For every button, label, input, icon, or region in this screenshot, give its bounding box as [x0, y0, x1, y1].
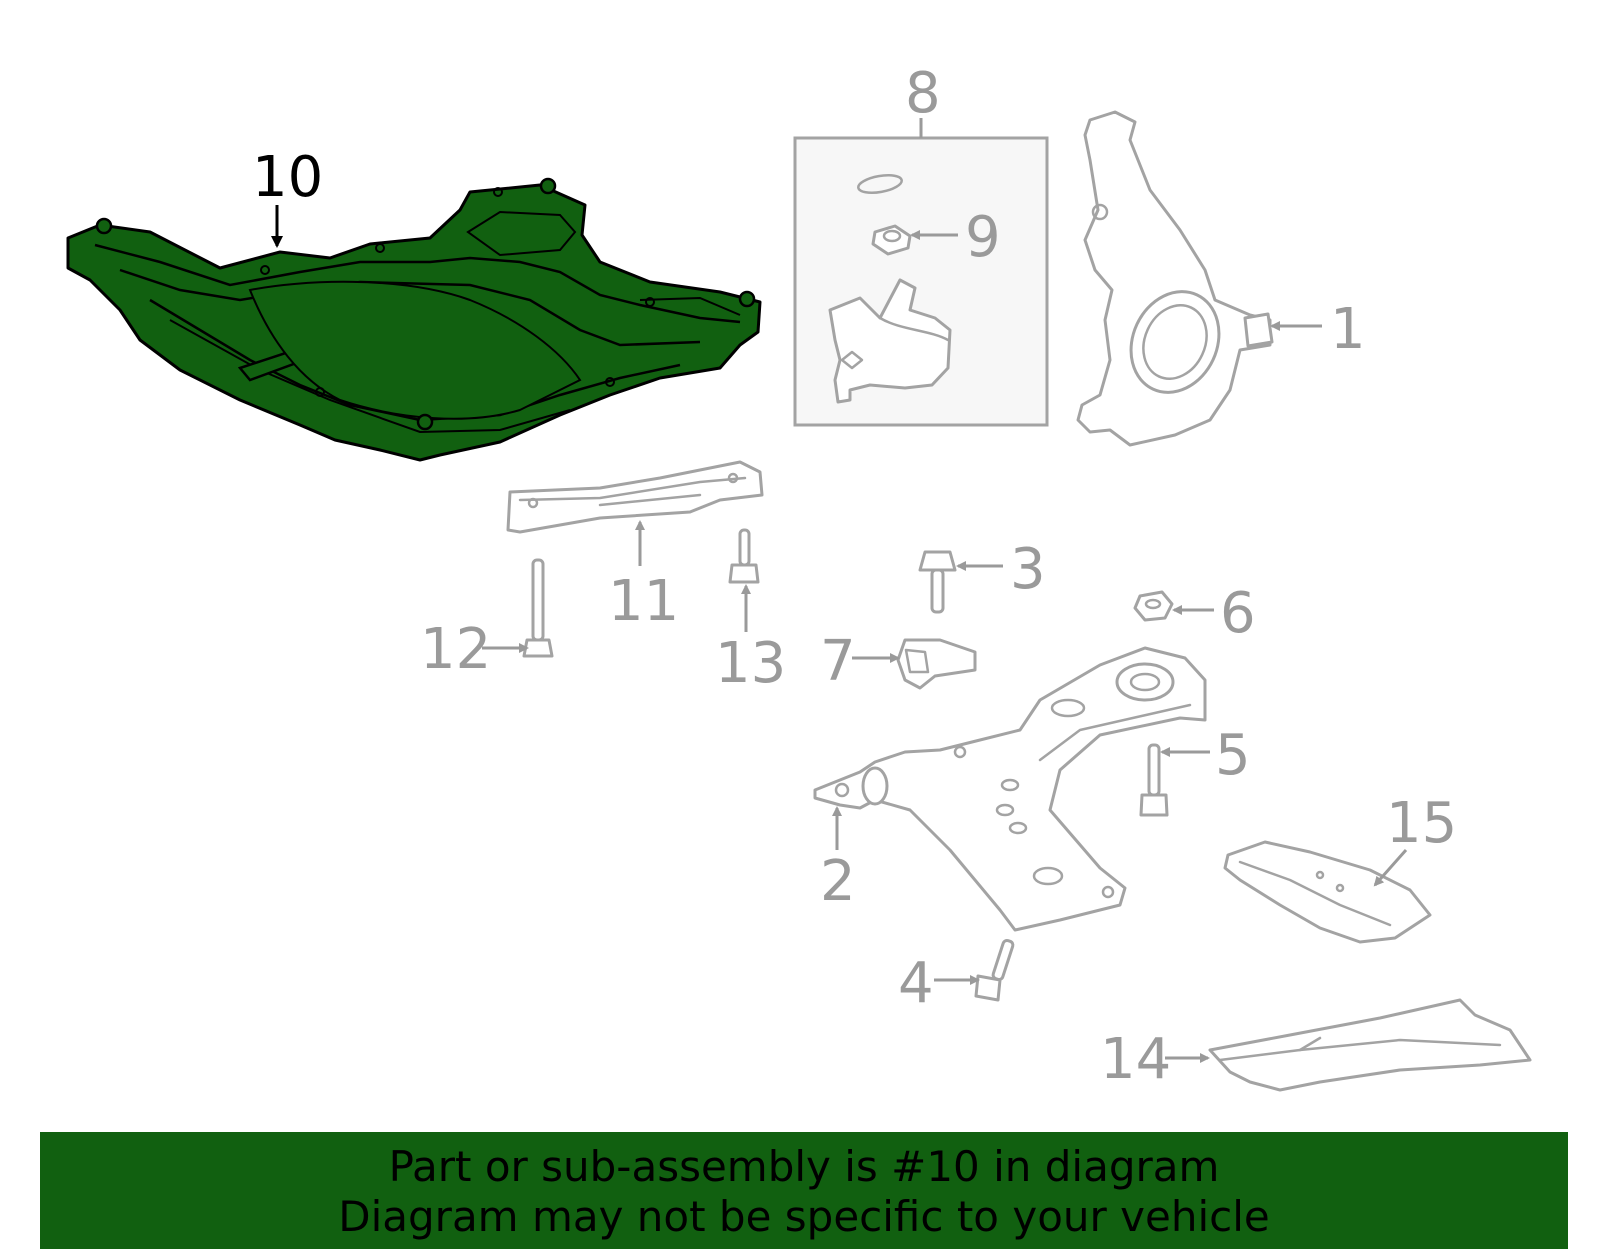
parts-diagram: 10 8 9 1 11 12 13 3 6 7 5: [66, 61, 1532, 1092]
callout-label-2: 2: [820, 849, 856, 914]
bolt-part-4[interactable]: [974, 938, 1015, 1002]
bolt-part-5[interactable]: [1139, 743, 1169, 817]
callout-10[interactable]: 10: [252, 145, 323, 248]
callout-label-14: 14: [1100, 1027, 1171, 1092]
bolt-part-13[interactable]: [728, 528, 760, 584]
callout-3[interactable]: 3: [956, 537, 1046, 602]
callout-9[interactable]: 9: [910, 205, 1001, 270]
callout-1[interactable]: 1: [1270, 297, 1366, 362]
shield-part-15[interactable]: [1223, 840, 1432, 944]
part-info-banner: Part or sub-assembly is #10 in diagram D…: [40, 1132, 1568, 1249]
callout-label-11: 11: [608, 569, 679, 634]
undercover-part-14[interactable]: [1208, 998, 1532, 1092]
bolt-part-3[interactable]: [918, 550, 957, 614]
callout-label-13: 13: [715, 631, 786, 696]
bracket-part-11[interactable]: [506, 460, 764, 534]
callout-label-1: 1: [1330, 297, 1366, 362]
callout-label-4: 4: [898, 951, 934, 1016]
callout-label-7: 7: [820, 629, 856, 694]
nut-part-9[interactable]: [871, 224, 912, 256]
callout-label-5: 5: [1215, 723, 1251, 788]
steering-knuckle-part-1[interactable]: [1076, 110, 1274, 447]
callout-4[interactable]: 4: [898, 951, 980, 1016]
callout-label-12: 12: [420, 617, 491, 682]
callout-7[interactable]: 7: [820, 629, 900, 694]
callout-6[interactable]: 6: [1172, 581, 1256, 646]
bolt-part-12[interactable]: [522, 558, 554, 658]
lower-control-arm-part-2[interactable]: [813, 646, 1207, 932]
callout-label-8: 8: [905, 61, 941, 126]
crossmember-part-10[interactable]: [66, 177, 762, 462]
callout-8[interactable]: 8: [905, 61, 941, 138]
callout-label-15: 15: [1386, 791, 1457, 856]
callout-label-3: 3: [1010, 537, 1046, 602]
callout-label-9: 9: [965, 205, 1001, 270]
ball-joint-kit-part-8[interactable]: [793, 136, 1049, 427]
callout-13[interactable]: 13: [715, 584, 786, 696]
nut-part-6[interactable]: [1133, 590, 1174, 622]
banner-line-disclaimer: Diagram may not be specific to your vehi…: [338, 1192, 1270, 1241]
callout-14[interactable]: 14: [1100, 1027, 1210, 1092]
bushing-part-7[interactable]: [896, 638, 977, 690]
callout-12[interactable]: 12: [420, 617, 529, 682]
callout-11[interactable]: 11: [608, 520, 679, 634]
callout-label-10: 10: [252, 145, 323, 210]
callout-15[interactable]: 15: [1373, 791, 1457, 887]
callout-2[interactable]: 2: [820, 806, 856, 914]
banner-line-part-number: Part or sub-assembly is #10 in diagram: [388, 1142, 1220, 1191]
callout-label-6: 6: [1220, 581, 1256, 646]
callout-5[interactable]: 5: [1160, 723, 1251, 788]
